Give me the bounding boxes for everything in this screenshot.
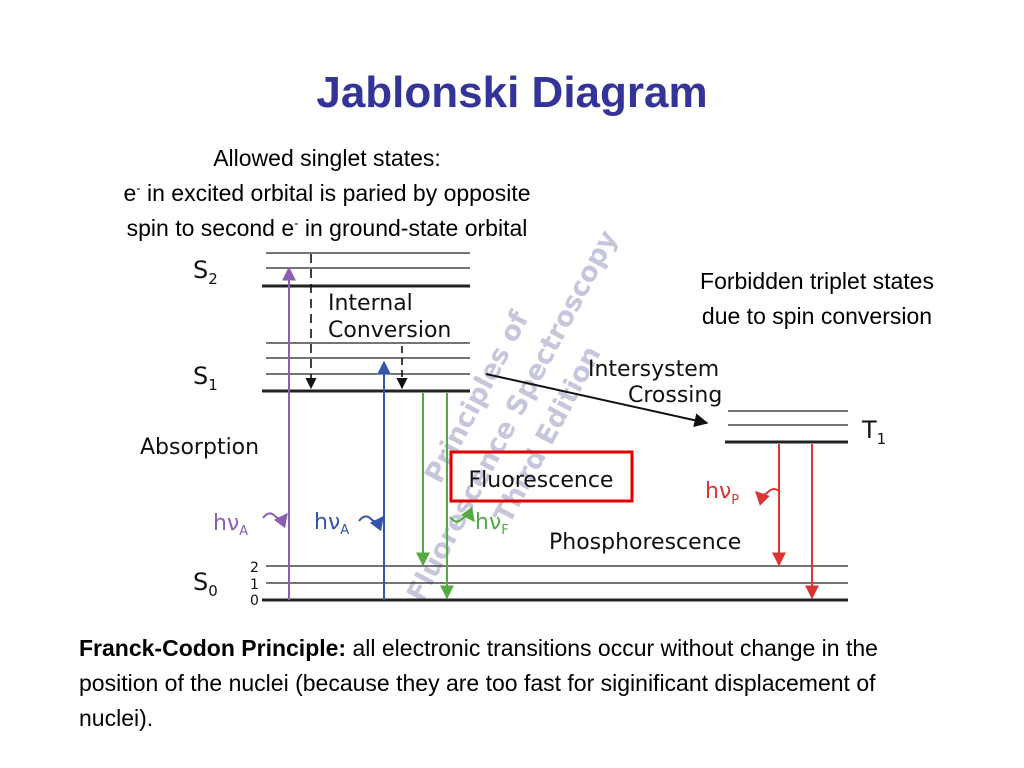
intersystem-label-1: Intersystem: [588, 357, 719, 382]
singlet-states-note: Allowed singlet states: e- in excited or…: [62, 141, 592, 246]
watermark: Principles of Fluorescence Spectroscopy …: [401, 225, 624, 607]
internal-conversion-label-1: Internal: [328, 291, 413, 316]
absorption-label: Absorption: [140, 435, 259, 460]
singlet-note-line2-text: in excited orbital is paried by opposite: [140, 180, 531, 206]
electron-symbol: e: [123, 180, 137, 206]
phosphorescence-label: Phosphorescence: [549, 530, 741, 555]
process-labels: Internal Conversion Intersystem Crossing…: [140, 291, 741, 555]
vib-number-1: 1: [250, 577, 259, 593]
singlet-note-line3-rest: in ground-state orbital: [298, 215, 528, 241]
s1-label: S1: [193, 362, 218, 394]
triplet-note-line1: Forbidden triplet states: [700, 268, 934, 294]
vib-number-0: 0: [250, 593, 259, 609]
state-labels: S2 S1 S0 T1 2 1 0: [193, 256, 886, 609]
vib-number-2: 2: [250, 560, 259, 576]
t1-label: T1: [861, 416, 886, 448]
photon-emission-arrow: [449, 506, 475, 523]
singlet-note-line3: spin to second e- in ground-state orbita…: [62, 211, 592, 246]
s0-levels: [262, 565, 848, 602]
electron-charge: -: [136, 180, 141, 196]
intersystem-crossing-arrow: [485, 373, 709, 428]
t1-levels: [725, 410, 848, 444]
intersystem-label-2: Crossing: [628, 383, 722, 408]
franck-condon-label: Franck-Codon Principle:: [79, 635, 347, 661]
singlet-note-line2: e- in excited orbital is paried by oppos…: [62, 176, 592, 211]
hv-fluorescence-label: hνF: [475, 510, 509, 538]
singlet-note-line1: Allowed singlet states:: [213, 145, 441, 171]
electron-charge: -: [294, 215, 299, 231]
triplet-states-note: Forbidden triplet states due to spin con…: [662, 264, 972, 334]
photon-absorption-arrow: [262, 512, 288, 529]
hv-absorption-label-blue: hνA: [314, 510, 349, 538]
s2-label: S2: [193, 256, 218, 288]
fluorescence-box: [449, 450, 634, 503]
internal-conversion-label-2: Conversion: [328, 318, 451, 343]
hv-phosphorescence-label: hνP: [705, 479, 739, 508]
s0-label: S0: [193, 568, 218, 600]
hv-absorption-label: hνA: [213, 511, 248, 539]
s1-levels: [262, 342, 470, 393]
photon-emission-arrow: [755, 488, 781, 506]
photon-absorption-arrow: [358, 515, 384, 532]
page-title: Jablonski Diagram: [316, 68, 708, 117]
s2-levels: [262, 252, 470, 288]
franck-condon-note: Franck-Codon Principle: all electronic t…: [79, 631, 939, 736]
singlet-note-line3-text: spin to second e: [126, 215, 295, 241]
triplet-note-line2: due to spin conversion: [701, 303, 933, 329]
franck-condon-text: all electronic transitions occur without…: [79, 635, 878, 731]
fluorescence-label: Fluorescence: [469, 468, 614, 493]
